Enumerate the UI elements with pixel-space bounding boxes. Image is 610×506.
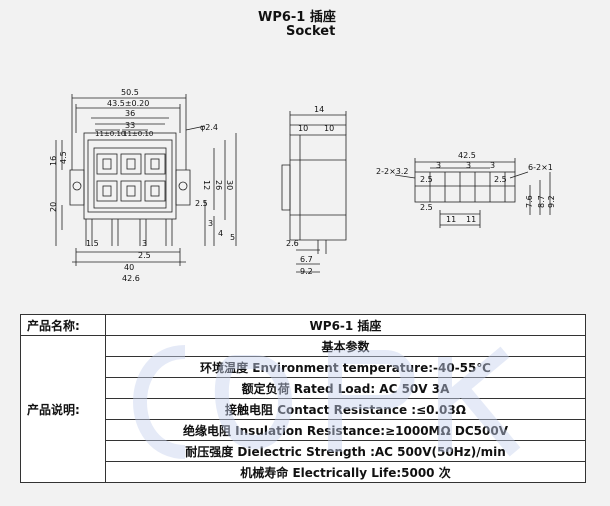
svg-text:10: 10: [324, 124, 334, 133]
svg-text:9.2: 9.2: [300, 267, 313, 276]
page-subtitle: Socket: [286, 24, 336, 39]
svg-text:10: 10: [298, 124, 308, 133]
table-row: 额定负荷 Rated Load: AC 50V 3A: [21, 377, 586, 399]
spec-table: 产品名称: WP6-1 插座 产品说明: 基本参数 环境温度 Environme…: [20, 314, 586, 483]
table-row: 绝缘电阻 Insulation Resistance:≥1000MΩ DC500…: [21, 419, 586, 441]
spec-row: 绝缘电阻 Insulation Resistance:≥1000MΩ DC500…: [105, 419, 586, 441]
svg-text:11±0.10: 11±0.10: [95, 130, 125, 138]
svg-text:2.5: 2.5: [138, 251, 151, 260]
svg-text:36: 36: [125, 109, 135, 118]
spec-heading: 基本参数: [105, 335, 586, 357]
svg-text:4.5: 4.5: [59, 151, 68, 164]
table-row: 产品名称: WP6-1 插座: [20, 314, 586, 336]
svg-text:3: 3: [466, 161, 471, 170]
svg-text:30: 30: [225, 180, 234, 190]
svg-text:7.6: 7.6: [525, 195, 534, 208]
svg-text:20: 20: [49, 202, 58, 212]
technical-drawing: 50.5 43.5±0.20 36 33 11±0.10 11±0.10 φ2.…: [49, 88, 556, 283]
svg-text:6.7: 6.7: [300, 255, 313, 264]
svg-text:11: 11: [446, 215, 456, 224]
name-label: 产品名称:: [20, 314, 106, 336]
svg-text:33: 33: [125, 121, 135, 130]
svg-text:2.5: 2.5: [195, 199, 208, 208]
svg-text:11: 11: [466, 215, 476, 224]
spec-row: 环境温度 Environment temperature:-40-55℃: [105, 356, 586, 378]
svg-text:42.6: 42.6: [122, 274, 140, 283]
svg-text:4: 4: [218, 229, 223, 238]
page-title: WP6-1 插座: [258, 10, 336, 25]
svg-text:2.5: 2.5: [420, 175, 433, 184]
svg-text:50.5: 50.5: [121, 88, 139, 97]
table-row: 机械寿命 Electrically Life:5000 次: [21, 461, 586, 483]
svg-text:5: 5: [230, 233, 235, 242]
table-row: 产品说明: 基本参数: [20, 335, 586, 483]
svg-text:1.5: 1.5: [86, 239, 99, 248]
table-row: 接触电阻 Contact Resistance :≤0.03Ω: [21, 398, 586, 420]
spec-row: 耐压强度 Dielectric Strength :AC 500V(50Hz)/…: [105, 440, 586, 462]
svg-text:φ2.4: φ2.4: [200, 123, 218, 132]
svg-text:3: 3: [208, 219, 213, 228]
svg-text:43.5±0.20: 43.5±0.20: [107, 99, 149, 108]
table-row: 环境温度 Environment temperature:-40-55℃: [21, 356, 586, 378]
svg-text:2.6: 2.6: [286, 239, 299, 248]
table-row: 耐压强度 Dielectric Strength :AC 500V(50Hz)/…: [21, 440, 586, 462]
svg-text:26: 26: [214, 180, 223, 190]
svg-text:3: 3: [490, 161, 495, 170]
svg-text:2-2×3.2: 2-2×3.2: [376, 167, 409, 176]
spec-row: 机械寿命 Electrically Life:5000 次: [105, 461, 586, 483]
svg-text:12: 12: [202, 180, 211, 190]
svg-text:2.5: 2.5: [420, 203, 433, 212]
name-value: WP6-1 插座: [105, 314, 586, 336]
svg-text:11±0.10: 11±0.10: [123, 130, 153, 138]
svg-text:40: 40: [124, 263, 134, 272]
svg-text:3: 3: [436, 161, 441, 170]
desc-label: 产品说明:: [20, 335, 106, 483]
svg-text:16: 16: [49, 156, 58, 166]
svg-text:42.5: 42.5: [458, 151, 476, 160]
svg-text:3: 3: [142, 239, 147, 248]
svg-text:8.7: 8.7: [537, 195, 546, 208]
svg-text:2.5: 2.5: [494, 175, 507, 184]
svg-text:6-2×1: 6-2×1: [528, 163, 553, 172]
svg-text:14: 14: [314, 105, 324, 114]
svg-text:9.2: 9.2: [547, 195, 556, 208]
spec-row: 接触电阻 Contact Resistance :≤0.03Ω: [105, 398, 586, 420]
spec-row: 额定负荷 Rated Load: AC 50V 3A: [105, 377, 586, 399]
